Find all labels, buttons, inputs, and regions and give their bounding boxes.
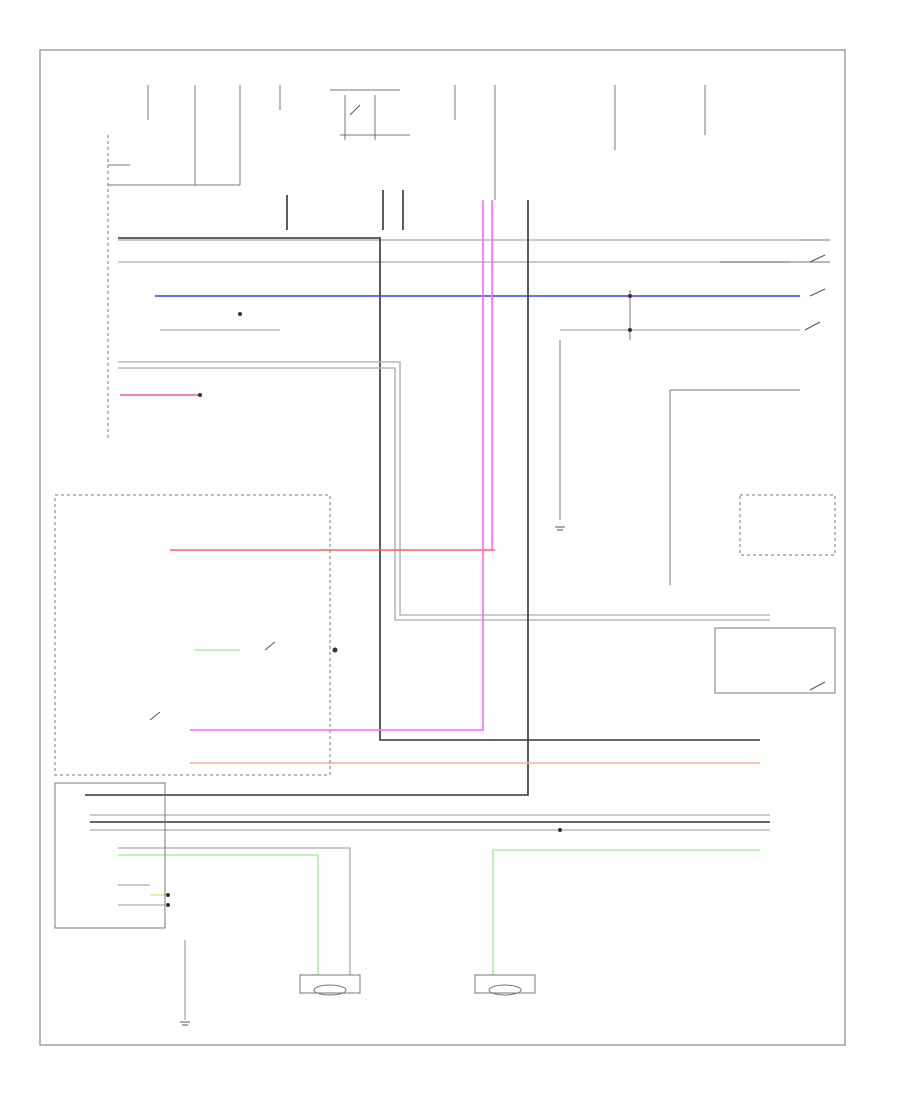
lower-grey-wires xyxy=(90,814,770,1020)
ignition-block xyxy=(107,135,240,440)
fuse-row xyxy=(147,85,706,200)
upper-grey-wires xyxy=(118,237,800,741)
connector-icon xyxy=(166,294,632,907)
green-wire-right xyxy=(492,849,760,975)
magenta-wire xyxy=(190,200,484,731)
lower-module-box xyxy=(54,782,166,929)
ground-icon xyxy=(180,526,565,1026)
sensor-icon xyxy=(299,974,536,996)
dark-vertical-wire xyxy=(85,200,529,796)
control-module-box xyxy=(54,494,331,776)
vertical-stubs xyxy=(286,190,404,230)
green-wire-left xyxy=(118,854,319,975)
right-components xyxy=(559,239,836,694)
switch-icon xyxy=(149,104,826,721)
diagram-frame xyxy=(39,49,846,1046)
